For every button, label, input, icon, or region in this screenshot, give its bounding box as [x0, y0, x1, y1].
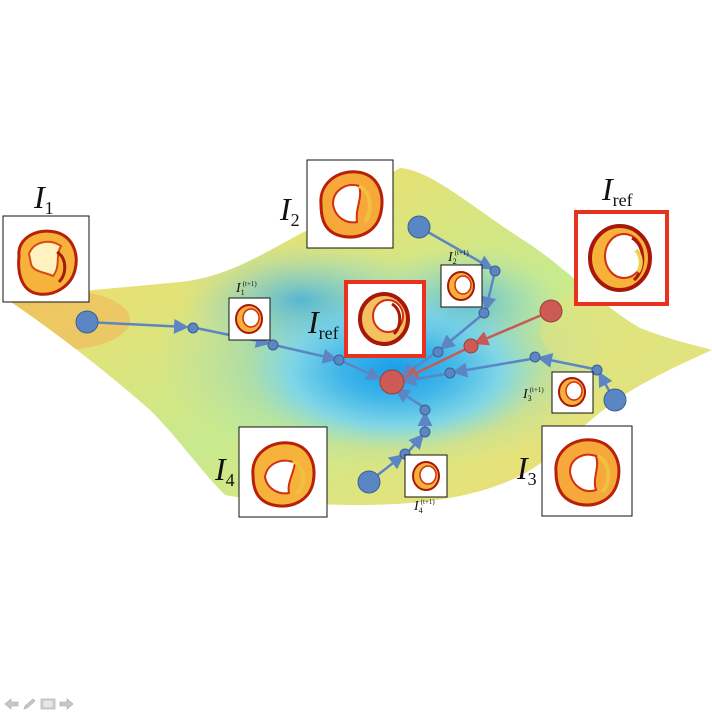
arrow-right-icon[interactable] [58, 697, 74, 710]
node-i1-step3 [333, 354, 345, 366]
thumb-i4-next [404, 454, 448, 498]
pencil-icon[interactable] [22, 697, 38, 710]
arrow-left-icon[interactable] [4, 697, 20, 710]
label-i3-next: I3(t+1) [522, 386, 544, 403]
thumb-i3-next [551, 371, 594, 414]
node-i3-step3 [444, 367, 456, 379]
node-i1-start [75, 310, 99, 334]
node-i4-step2 [419, 426, 431, 438]
node-i3-start [603, 388, 627, 412]
node-i2-step3 [432, 346, 444, 358]
node-i2-step1 [489, 265, 501, 277]
label-i4-next: I4(t+1) [413, 498, 435, 515]
energy-surface [8, 168, 712, 505]
thumb-i1-next [228, 297, 271, 341]
thumb-iref-center [344, 280, 426, 358]
thumb-i2-next [440, 264, 483, 308]
label-iref-center: Iref [307, 304, 339, 343]
node-i1-step2 [267, 339, 279, 351]
label-iref-right: Iref [601, 171, 633, 210]
label-i3: I3 [516, 450, 537, 489]
nodes [75, 215, 627, 494]
label-i1-next: I1(t+1) [235, 280, 257, 297]
menu-icon[interactable] [40, 697, 56, 710]
slide-nav [4, 697, 74, 710]
label-i2-next: I2(t+1) [447, 249, 469, 266]
labels: I1 I2 Iref Iref I3 I4 I1(t+1) I2(t+1) I3… [33, 171, 633, 515]
node-iref-step1 [463, 338, 479, 354]
node-i3-step1 [591, 364, 603, 376]
label-i4: I4 [214, 451, 235, 490]
node-i1-step1 [187, 322, 199, 334]
thumb-i1 [2, 215, 90, 303]
node-i2-start [407, 215, 431, 239]
label-i1: I1 [33, 179, 54, 218]
node-i2-step2 [478, 307, 490, 319]
node-i4-step3 [419, 404, 431, 416]
node-i3-step2 [529, 351, 541, 363]
label-i2: I2 [279, 191, 300, 230]
thumb-i2 [306, 159, 394, 249]
node-iref-start [539, 299, 563, 323]
thumb-i3 [541, 425, 633, 517]
thumb-iref-right [574, 210, 669, 306]
node-center-target [379, 369, 405, 395]
thumb-i4 [238, 426, 328, 518]
node-i4-start [357, 470, 381, 494]
